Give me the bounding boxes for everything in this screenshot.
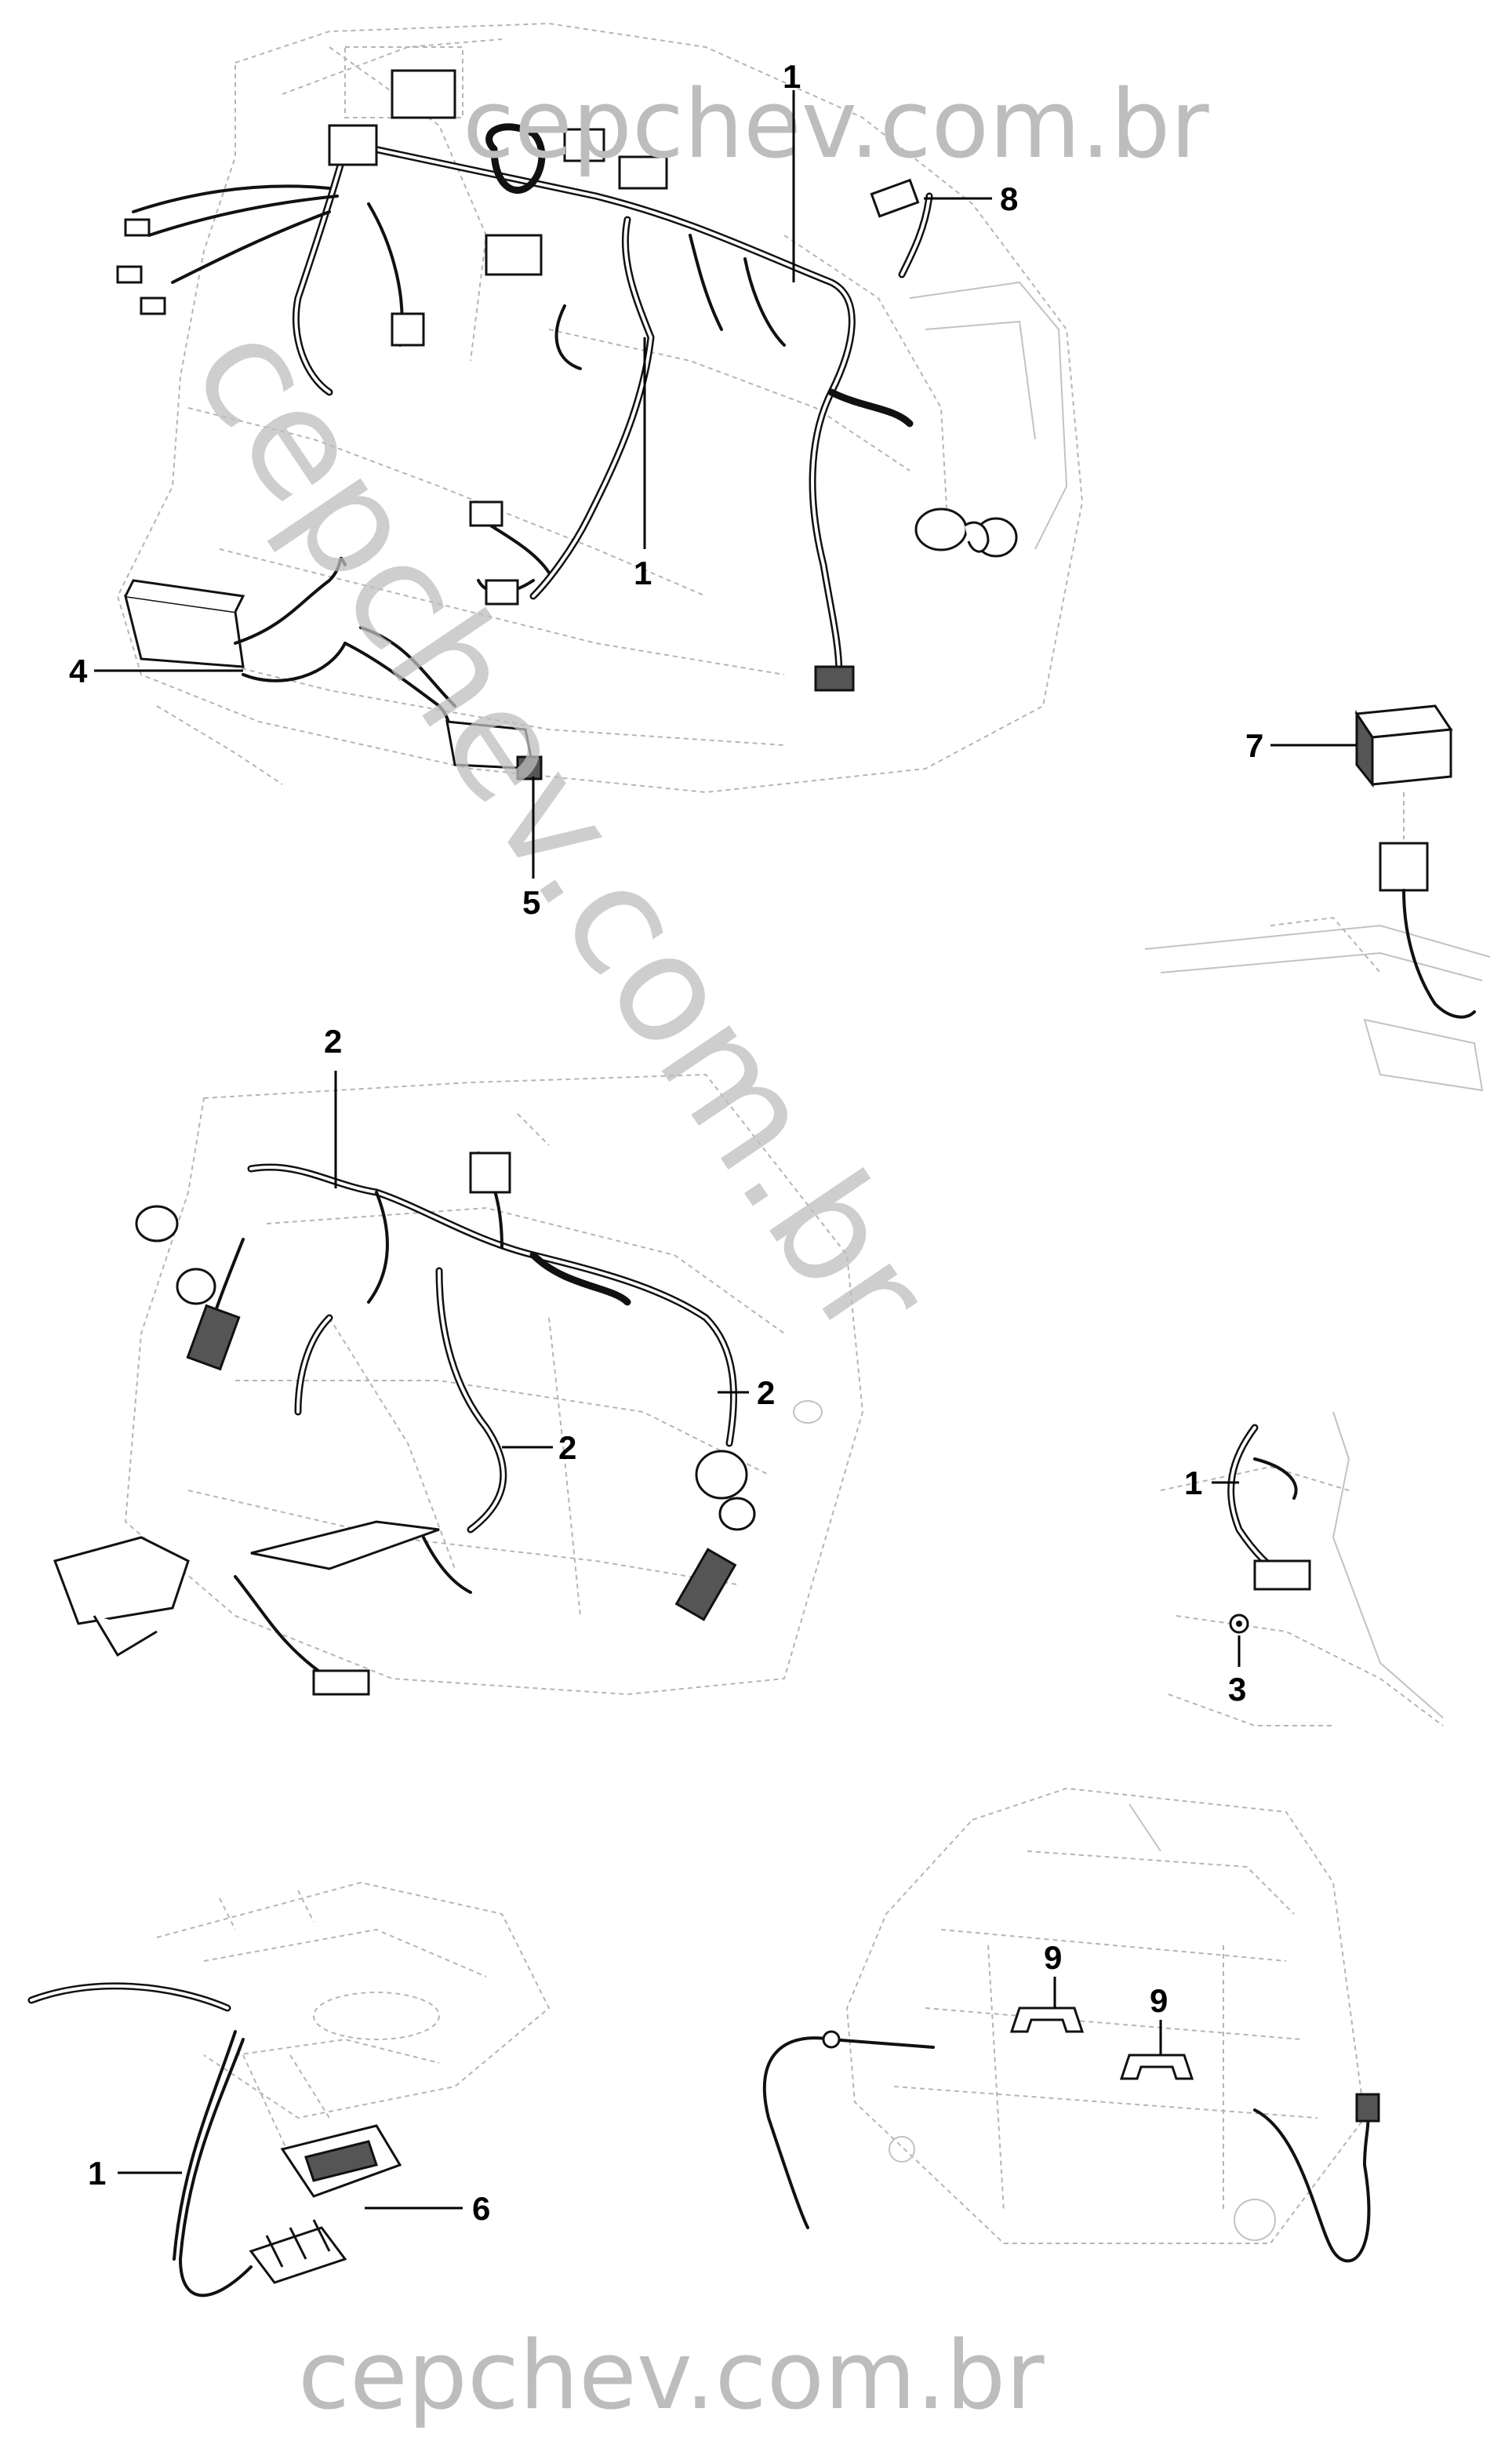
roof-structure bbox=[156, 1881, 551, 2119]
seat-frame-view bbox=[762, 1787, 1380, 2263]
roof-harness-1 bbox=[27, 1982, 253, 2297]
part-8-hose bbox=[870, 178, 933, 278]
main-harness-2 bbox=[202, 1151, 738, 1680]
detail-nut-view bbox=[1160, 1411, 1444, 1726]
watermark-diagonal: cepchev.com.br bbox=[159, 292, 964, 1369]
callout-main-harness-mid: 1 bbox=[634, 555, 652, 591]
main-harness-1 bbox=[132, 123, 914, 679]
part-5-connector-block bbox=[343, 626, 543, 780]
seat-frame-outline bbox=[845, 1787, 1366, 2244]
detail-harness-1 bbox=[1227, 1424, 1311, 1591]
instrument-panel-harness-view bbox=[116, 22, 1084, 794]
grommet-fitting bbox=[914, 508, 1018, 558]
part-6-module bbox=[249, 2124, 402, 2284]
watermark-bottom: cepchev.com.br bbox=[298, 2322, 1045, 2431]
callout-seat-clip-left: 9 bbox=[1044, 1939, 1062, 1976]
rear-control-module bbox=[53, 1520, 440, 1657]
main-harness-connectors bbox=[116, 69, 855, 692]
callout-detail-harness: 1 bbox=[1184, 1464, 1202, 1501]
callout-main-harness-top: 1 bbox=[783, 58, 801, 95]
part-9-clip-right bbox=[1119, 2054, 1194, 2080]
part-3-nut bbox=[1229, 1614, 1249, 1634]
relay-view bbox=[1144, 704, 1491, 1092]
part-9-clip-left bbox=[1009, 2006, 1085, 2033]
callout-detail-nut: 3 bbox=[1228, 1671, 1246, 1708]
rear-harness-connectors bbox=[135, 1151, 756, 1696]
callout-part-7: 7 bbox=[1245, 727, 1263, 764]
seat-harness bbox=[762, 2030, 1380, 2263]
callout-part-8: 8 bbox=[1000, 180, 1018, 217]
part-7-relay bbox=[1354, 704, 1453, 788]
callout-part-4: 4 bbox=[69, 653, 88, 689]
callout-seat-clip-right: 9 bbox=[1150, 1982, 1168, 2019]
part-4-control-module bbox=[124, 556, 347, 682]
callout-rear-harness-mid: 2 bbox=[558, 1429, 576, 1466]
rear-floor-harness-view bbox=[53, 1073, 864, 1696]
callout-leaders bbox=[94, 90, 1357, 2210]
rear-floor-structure bbox=[124, 1073, 864, 1696]
callout-rear-harness-top: 2 bbox=[324, 1023, 342, 1060]
callout-roof-harness: 1 bbox=[88, 2155, 106, 2192]
callout-part-5: 5 bbox=[522, 884, 540, 921]
callout-rear-harness-right: 2 bbox=[757, 1374, 775, 1411]
watermark-top: cepchev.com.br bbox=[463, 71, 1209, 180]
body-structure-outline bbox=[116, 22, 1084, 794]
callout-roof-module: 6 bbox=[472, 2190, 490, 2227]
roof-harness-view bbox=[27, 1881, 551, 2297]
